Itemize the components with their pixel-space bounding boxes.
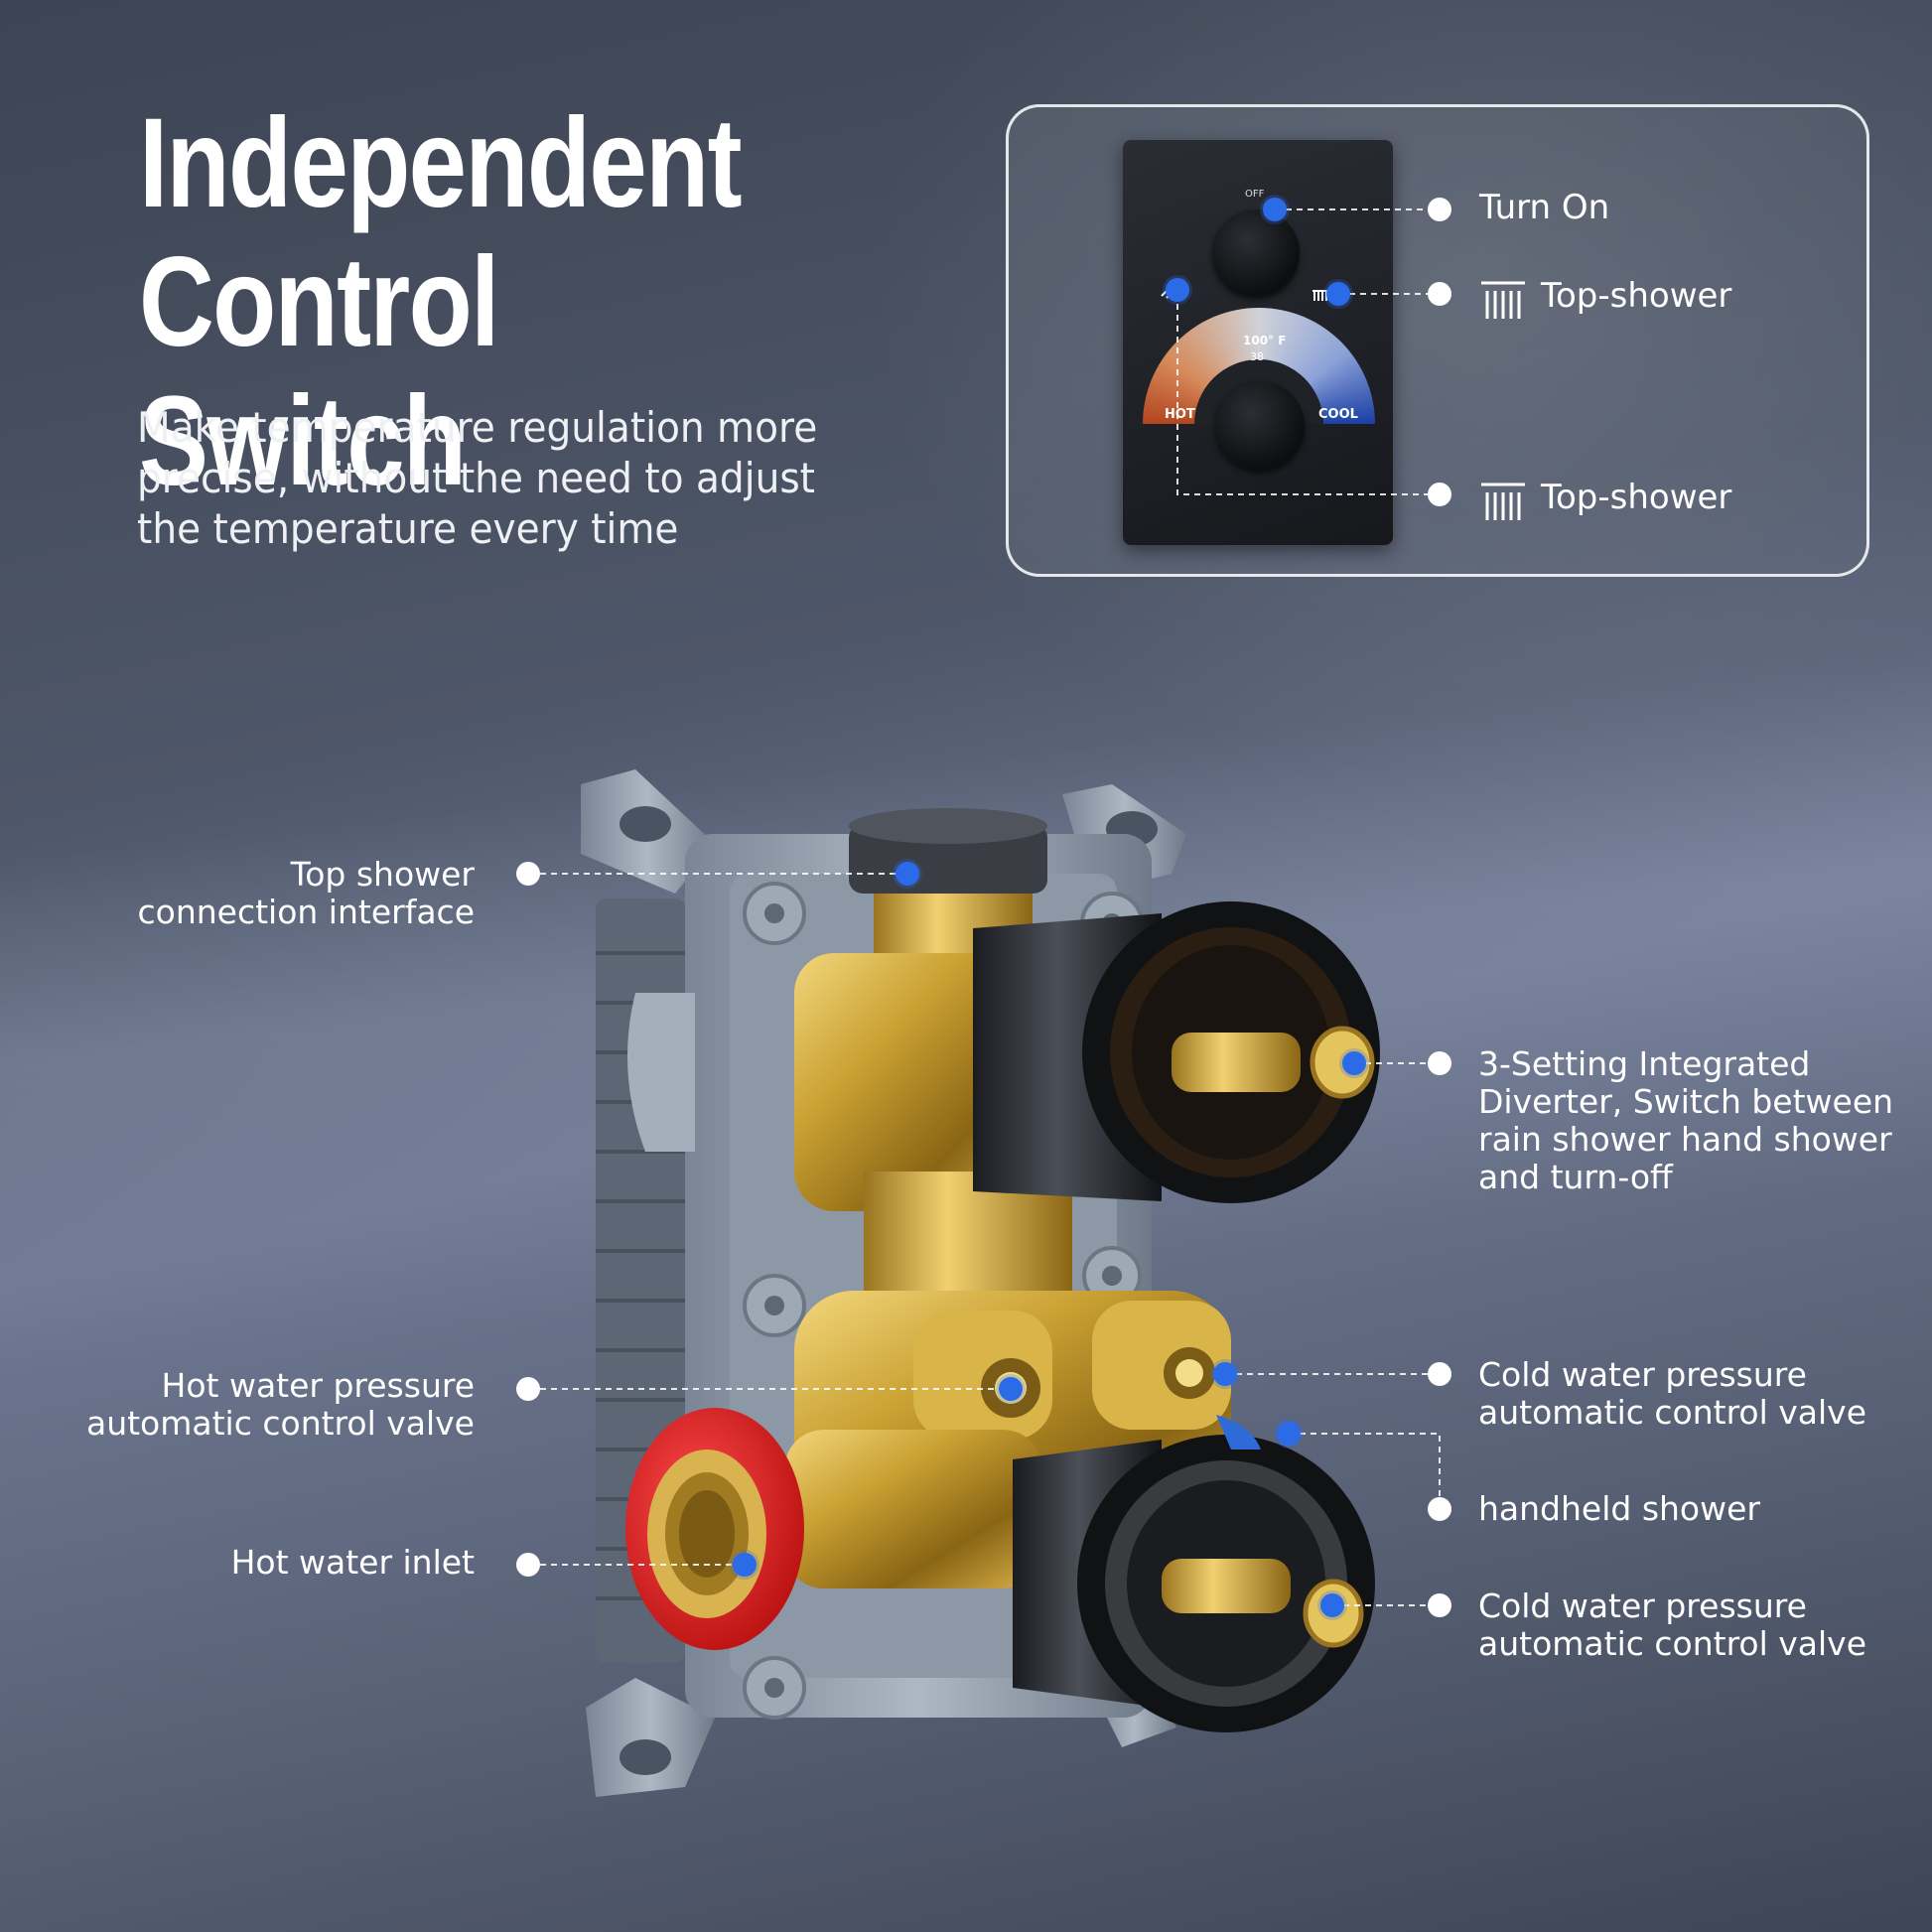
callout-top-shower-line-1: Top shower (290, 855, 475, 894)
top-shower-marker (1326, 282, 1350, 306)
callout-hot-inlet: Hot water inlet (230, 1543, 475, 1582)
bullet-turn-on (1428, 198, 1451, 221)
bullet-diverter (1428, 1051, 1451, 1075)
bullet-hot-inlet (516, 1553, 540, 1577)
faceplate-cool-label: COOL (1318, 407, 1358, 422)
callout-diverter: 3-Setting Integrated Diverter, Switch be… (1478, 1045, 1915, 1196)
shower-head-icon (1481, 483, 1525, 520)
callout-diverter-line-2: Diverter, Switch between (1478, 1082, 1894, 1121)
bullet-hot-valve (516, 1377, 540, 1401)
shower-head-icon (1481, 281, 1525, 319)
handheld-marker (1277, 1422, 1301, 1446)
callout-cold-valve-2: Cold water pressure automatic control va… (1478, 1587, 1915, 1663)
callout-hot-valve-line-2: automatic control valve (85, 1404, 475, 1443)
subtitle-line-1: Make temperature regulation more (137, 403, 818, 452)
bullet-cold-valve-2 (1428, 1593, 1451, 1617)
top-shower-interface-marker (896, 862, 919, 886)
label-turn-on: Turn On (1479, 188, 1610, 227)
callout-cold-valve-2-line-1: Cold water pressure (1478, 1587, 1807, 1625)
bullet-top-shower-1 (1428, 282, 1451, 306)
callout-diverter-line-3: rain shower hand shower (1478, 1120, 1892, 1159)
bullet-top-shower-2 (1428, 483, 1451, 506)
temperature-knob[interactable] (1215, 381, 1305, 471)
faceplate-hot-label: HOT (1165, 407, 1195, 422)
faceplate-temp-label: 100° F (1243, 334, 1287, 347)
callout-cold-valve-1: Cold water pressure automatic control va… (1478, 1356, 1915, 1432)
callout-handheld: handheld shower (1478, 1489, 1760, 1528)
faceplate-off-label: OFF (1245, 189, 1265, 200)
turn-on-marker (1263, 198, 1287, 221)
label-top-shower-2: Top-shower (1541, 478, 1732, 517)
subtitle-line-2: precise, without the need to adjust (137, 454, 815, 502)
callout-hot-valve: Hot water pressure automatic control val… (60, 1367, 475, 1443)
callout-cold-valve-1-line-2: automatic control valve (1478, 1393, 1867, 1432)
label-top-shower-1: Top-shower (1541, 276, 1732, 316)
callout-cold-valve-2-line-2: automatic control valve (1478, 1624, 1867, 1663)
bullet-top-shower-interface (516, 862, 540, 886)
subtitle-line-3: the temperature every time (137, 504, 679, 553)
faceplate-temp-value: 38 (1250, 350, 1264, 363)
cold-valve-marker-1 (1213, 1362, 1237, 1386)
page-title: Independent Control Switch (139, 94, 790, 511)
bullet-cold-valve-1 (1428, 1362, 1451, 1386)
callout-top-shower-interface: Top shower connection interface (79, 855, 476, 931)
callout-top-shower-line-2: connection interface (137, 893, 476, 931)
bullet-handheld (1428, 1497, 1451, 1521)
diverter-marker (1342, 1051, 1366, 1075)
diverter-knob[interactable] (1212, 209, 1300, 297)
hot-valve-marker (999, 1377, 1023, 1401)
callout-hot-valve-line-1: Hot water pressure (161, 1366, 475, 1405)
title-line-1: Independent (139, 92, 743, 234)
page-subtitle: Make temperature regulation more precise… (137, 402, 857, 554)
callout-diverter-line-4: and turn-off (1478, 1158, 1673, 1196)
callout-diverter-line-1: 3-Setting Integrated (1478, 1044, 1811, 1083)
hot-inlet-marker (733, 1553, 757, 1577)
cold-valve-marker-2 (1320, 1593, 1344, 1617)
title-line-2: Control Switch (139, 231, 499, 512)
callout-cold-valve-1-line-1: Cold water pressure (1478, 1355, 1807, 1394)
hand-shower-marker (1166, 278, 1189, 302)
